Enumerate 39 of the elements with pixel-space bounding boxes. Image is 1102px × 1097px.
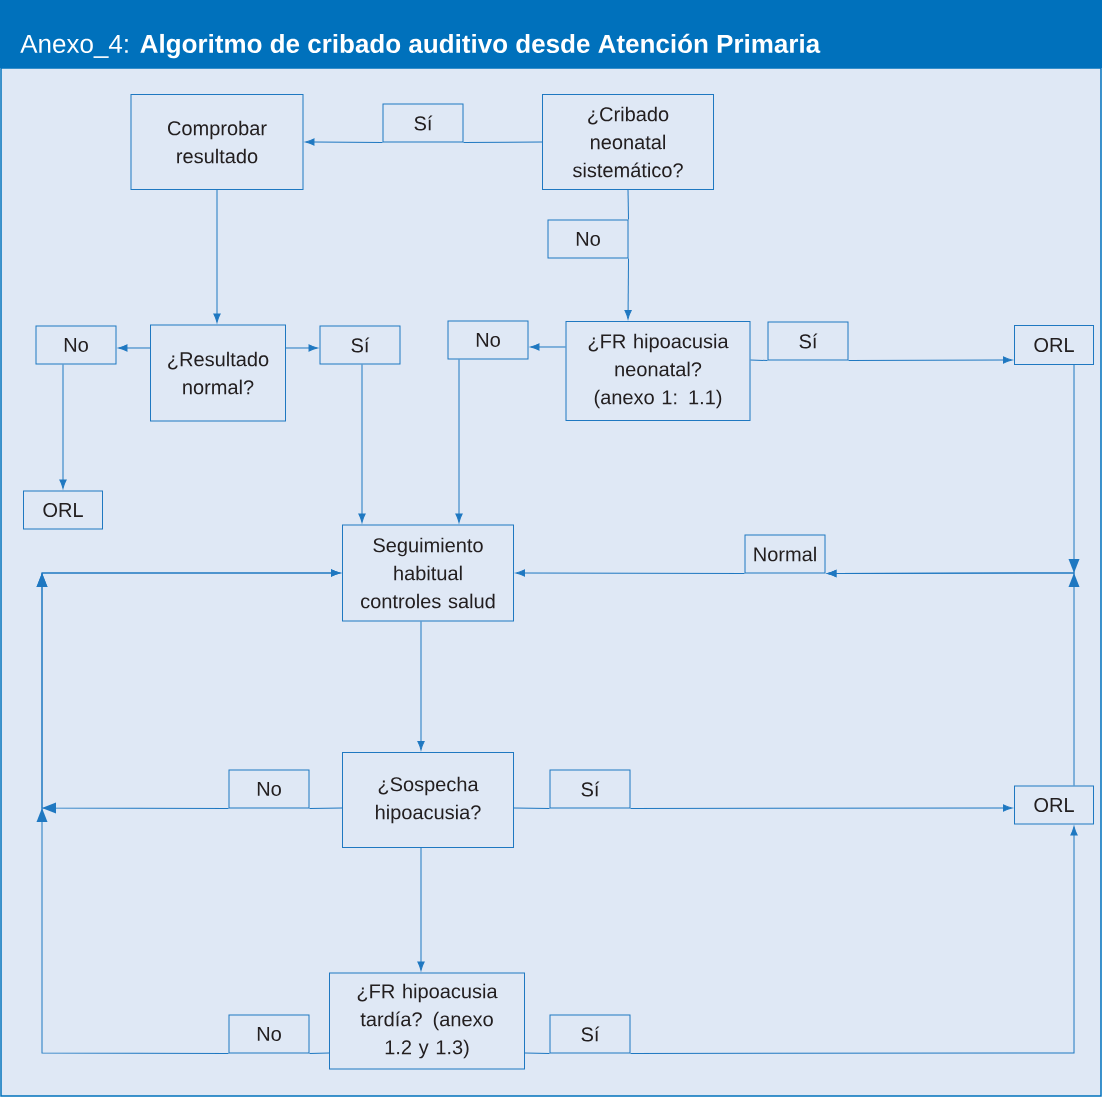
process-box: Seguimiento habitual controles salud [342, 524, 514, 622]
answer-box: No [35, 325, 117, 365]
title-bar: Anexo_4: Algoritmo de cribado auditivo desde Atención Primaria [0, 0, 1102, 68]
arrow [848, 356, 1013, 364]
arrow [213, 189, 221, 323]
referral-box: ORL [23, 490, 103, 530]
answer-box: No [447, 320, 529, 360]
question-box: ¿Resultado normal? [150, 324, 286, 422]
arrow [455, 359, 463, 523]
question-box: ¿Sospecha hipoacusia? [342, 752, 514, 848]
answer-box: No [228, 769, 310, 809]
referral-box: ORL [1014, 325, 1094, 365]
arrow [118, 344, 151, 352]
arrow [417, 847, 425, 971]
answer-box: Sí [549, 769, 631, 809]
arrow [59, 364, 67, 489]
process-box: Comprobar resultado [130, 94, 304, 190]
answer-box: Sí [319, 325, 401, 365]
arrow [417, 621, 425, 751]
arrow [515, 569, 745, 577]
answer-box: No [228, 1014, 310, 1054]
referral-box: ORL [1014, 785, 1094, 825]
arrow [827, 569, 1080, 786]
question-box: ¿FR hipoacusia neonatal? (anexo 1: 1.1) [565, 321, 751, 421]
arrow [530, 343, 566, 351]
answer-box: No [547, 219, 629, 259]
arrow [630, 826, 1078, 1054]
answer-box: Sí [549, 1014, 631, 1054]
arrow [630, 804, 1013, 812]
result-box: Normal [744, 534, 826, 574]
question-box: ¿Cribado neonatal sistemático? [542, 94, 714, 190]
arrow [285, 344, 318, 352]
arrow [358, 364, 366, 523]
arrow [305, 138, 383, 146]
question-box: ¿FR hipoacusia tardía? (anexo 1.2 y 1.3) [329, 972, 525, 1070]
arrow [624, 258, 632, 320]
answer-box: Sí [767, 321, 849, 361]
answer-box: Sí [382, 103, 464, 143]
arrow [36, 569, 341, 1054]
